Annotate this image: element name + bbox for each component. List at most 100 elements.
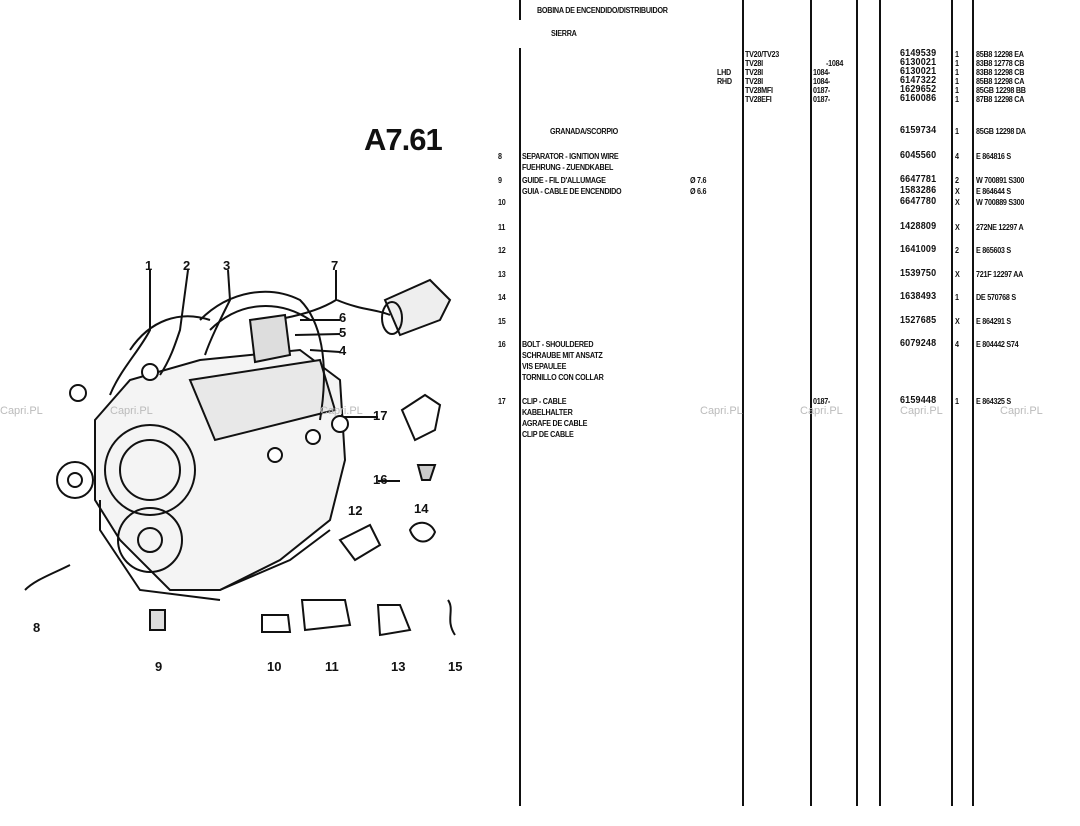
callout-1: 1	[145, 258, 153, 273]
row-quantity: X	[955, 187, 960, 196]
row-side: RHD	[717, 77, 732, 86]
row-finis-code: E 804442 S74	[976, 340, 1019, 349]
row-finis-code: E 864291 S	[976, 317, 1011, 326]
column-divider	[742, 0, 744, 806]
row-finis-code: E 865603 S	[976, 246, 1011, 255]
row-finis-code: 721F 12297 AA	[976, 270, 1024, 279]
row-part-number: 6130021	[900, 66, 937, 77]
watermark: Capri.PL	[900, 405, 943, 417]
row-finis-code: DE 570768 S	[976, 293, 1016, 302]
row-part-number: 6147322	[900, 75, 937, 86]
row-number: 17	[498, 397, 506, 406]
row-finis-code: 85GB 12298 BB	[976, 86, 1026, 95]
row-part-number: 1527685	[900, 315, 937, 326]
row-part-number: 6647781	[900, 174, 937, 185]
column-divider	[879, 0, 881, 806]
watermark: Capri.PL	[110, 405, 153, 417]
row-quantity: X	[955, 270, 960, 279]
row-model: TV28I	[745, 77, 763, 86]
row-finis-code: E 864644 S	[976, 187, 1011, 196]
row-part-number: 6160086	[900, 93, 937, 104]
subheading-sierra: SIERRA	[551, 29, 577, 38]
callout-15: 15	[448, 659, 463, 674]
row-finis-code: E 864816 S	[976, 152, 1011, 161]
row-part-number: 6647780	[900, 196, 937, 207]
callout-14: 14	[414, 501, 429, 516]
row-quantity: 1	[955, 95, 959, 104]
callout-5: 5	[339, 325, 347, 340]
row-number: 13	[498, 270, 506, 279]
row-number: 14	[498, 293, 506, 302]
row-finis-code: 85B8 12298 CA	[976, 77, 1025, 86]
row-finis-code: 85B8 12298 EA	[976, 50, 1024, 59]
row-quantity: 1	[955, 86, 959, 95]
row-date: 0187-	[813, 397, 831, 406]
row-number: 16	[498, 340, 506, 349]
row-description: CLIP - CABLE	[522, 397, 567, 406]
row-description: SCHRAUBE MIT ANSATZ	[522, 351, 603, 360]
row-number: 11	[498, 223, 506, 232]
row-quantity: 1	[955, 68, 959, 77]
row-model: TV28EFI	[745, 95, 772, 104]
row-date: 0187-	[813, 86, 831, 95]
row-finis-code: W 700891 S300	[976, 176, 1025, 185]
row-description: FUEHRUNG - ZUENDKABEL	[522, 163, 614, 172]
row-finis-code: 83B8 12298 CB	[976, 68, 1025, 77]
callout-8: 8	[33, 620, 41, 635]
callout-13: 13	[391, 659, 406, 674]
callout-17: 17	[373, 408, 388, 423]
row-quantity: 1	[955, 77, 959, 86]
row-side: LHD	[717, 68, 731, 77]
row-part-number: 6079248	[900, 338, 937, 349]
row-finis-code: 272NE 12297 A	[976, 223, 1024, 232]
row-quantity: X	[955, 223, 960, 232]
row-finis-code: 87B8 12298 CA	[976, 95, 1025, 104]
row-quantity: 1	[955, 127, 959, 136]
row-part-number: 1583286	[900, 185, 937, 196]
row-number: 12	[498, 246, 506, 255]
row-finis-code: 85GB 12298 DA	[976, 127, 1026, 136]
section-title: BOBINA DE ENCENDIDO/DISTRIBUIDOR	[537, 6, 668, 15]
row-description: VIS EPAULEE	[522, 362, 567, 371]
row-description: TORNILLO CON COLLAR	[522, 373, 604, 382]
row-part-number: 6159734	[900, 125, 937, 136]
row-model: TV28I	[745, 59, 763, 68]
row-part-number: 1641009	[900, 244, 937, 255]
row-part-number: 6149539	[900, 48, 937, 59]
row-description: GRANADA/SCORPIO	[550, 127, 618, 136]
watermark: Capri.PL	[800, 405, 843, 417]
row-date: 1084-	[813, 68, 831, 77]
watermark: Capri.PL	[0, 405, 43, 417]
row-model: TV28I	[745, 68, 763, 77]
row-description: KABELHALTER	[522, 408, 573, 417]
callout-10: 10	[267, 659, 282, 674]
row-quantity: 2	[955, 246, 959, 255]
row-date: 0187-	[813, 95, 831, 104]
row-spec: Ø 6.6	[690, 187, 707, 196]
callout-12: 12	[348, 503, 363, 518]
row-quantity: 4	[955, 340, 959, 349]
callout-4: 4	[339, 343, 347, 358]
row-number: 9	[498, 176, 502, 185]
engine-exploded-illustration	[24, 269, 456, 637]
row-part-number: 1539750	[900, 268, 937, 279]
callout-9: 9	[155, 659, 163, 674]
callout-7: 7	[331, 258, 339, 273]
row-quantity: 1	[955, 397, 959, 406]
row-number: 15	[498, 317, 506, 326]
row-part-number: 1638493	[900, 291, 937, 302]
row-quantity: 2	[955, 176, 959, 185]
row-part-number: 6159448	[900, 395, 937, 406]
row-description: SEPARATOR - IGNITION WIRE	[522, 152, 619, 161]
row-finis-code: E 864325 S	[976, 397, 1011, 406]
row-quantity: 1	[955, 50, 959, 59]
row-part-number: 6130021	[900, 57, 937, 68]
row-spec: Ø 7.6	[690, 176, 707, 185]
column-divider	[810, 0, 812, 806]
callout-16: 16	[373, 472, 388, 487]
row-date: 1084-	[813, 77, 831, 86]
callout-2: 2	[183, 258, 191, 273]
row-date: -1084	[826, 59, 844, 68]
column-divider	[951, 0, 953, 806]
row-model: TV20/TV23	[745, 50, 779, 59]
